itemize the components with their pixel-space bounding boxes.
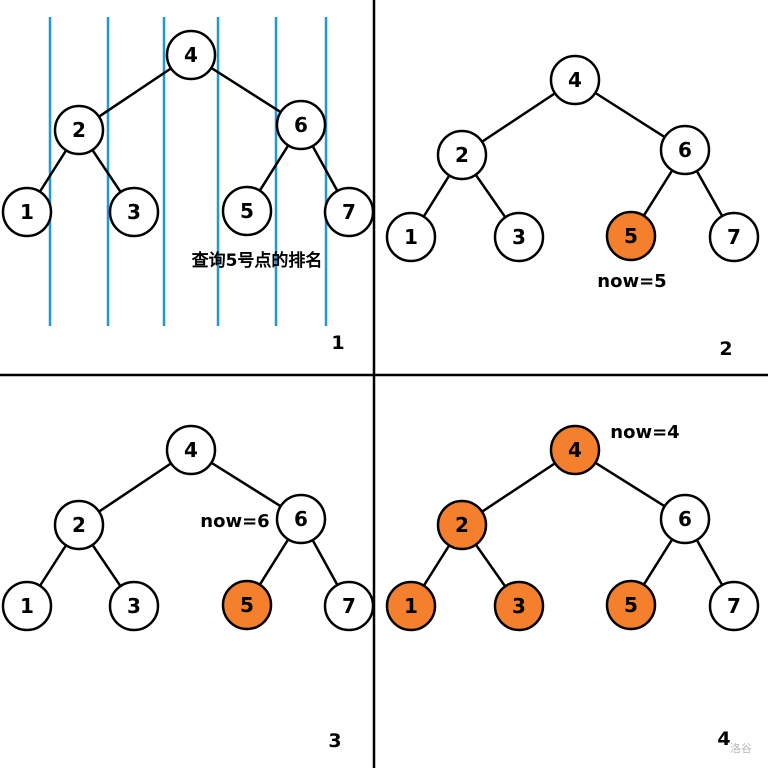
tree-node-1: 1 <box>385 211 437 263</box>
node-label: 4 <box>568 438 582 462</box>
node-circle <box>108 580 160 632</box>
tree-node-6: 6 <box>659 493 711 545</box>
tree-node-3: 3 <box>493 211 545 263</box>
node-label: 6 <box>678 138 692 162</box>
node-circle <box>549 424 601 476</box>
node-label: 2 <box>72 118 86 142</box>
node-label: 4 <box>184 438 198 462</box>
tree-node-2: 2 <box>53 499 105 551</box>
node-circle <box>165 424 217 476</box>
node-label: 7 <box>727 225 741 249</box>
node-circle <box>275 99 327 151</box>
tree-node-3: 3 <box>108 580 160 632</box>
node-label: 2 <box>455 513 469 537</box>
tree-node-2: 2 <box>436 129 488 181</box>
node-circle <box>549 54 601 106</box>
node-circle <box>108 186 160 238</box>
tree-node-1: 1 <box>385 580 437 632</box>
node-label: 7 <box>727 594 741 618</box>
tree-node-4: 4 <box>549 54 601 106</box>
panel-2: 4 2 6 1 3 5 7 now=5 2 <box>385 54 760 360</box>
node-circle <box>323 580 375 632</box>
panel-3: 4 2 6 1 3 5 7 now=6 3 <box>1 424 375 752</box>
node-circle <box>1 186 53 238</box>
node-label: 5 <box>240 199 254 223</box>
tree-node-7: 7 <box>323 580 375 632</box>
tree-node-3: 3 <box>493 580 545 632</box>
node-circle <box>708 211 760 263</box>
tree-node-7: 7 <box>708 580 760 632</box>
tree-node-1: 1 <box>1 580 53 632</box>
node-circle <box>493 580 545 632</box>
node-circle <box>385 580 437 632</box>
node-label: 6 <box>294 507 308 531</box>
tree-node-5: 5 <box>605 210 657 262</box>
tree-node-5: 5 <box>221 185 273 237</box>
panel-1: 4 2 6 1 3 5 7 查询5号点的排名 1 <box>1 17 375 354</box>
node-circle <box>53 104 105 156</box>
tree-node-7: 7 <box>708 211 760 263</box>
node-circle <box>53 499 105 551</box>
node-label: 6 <box>294 113 308 137</box>
node-circle <box>605 210 657 262</box>
node-label: 3 <box>127 200 141 224</box>
panel-4: 4 2 6 1 3 5 7 now=4 4 <box>385 422 760 750</box>
tree-node-5: 5 <box>221 579 273 631</box>
watermark-text: 洛谷 <box>730 741 752 755</box>
node-label: 6 <box>678 507 692 531</box>
node-label: 4 <box>568 68 582 92</box>
tree-node-6: 6 <box>659 124 711 176</box>
status-label: now=5 <box>597 271 666 292</box>
node-label: 5 <box>624 224 638 248</box>
node-label: 5 <box>624 593 638 617</box>
node-label: 3 <box>512 594 526 618</box>
node-label: 7 <box>342 594 356 618</box>
panel-caption: 查询5号点的排名 <box>191 250 323 271</box>
node-circle <box>323 186 375 238</box>
node-circle <box>436 499 488 551</box>
node-label: 1 <box>404 594 418 618</box>
node-circle <box>659 124 711 176</box>
tree-node-4: 4 <box>165 29 217 81</box>
panel-number: 3 <box>328 730 341 752</box>
node-circle <box>493 211 545 263</box>
node-circle <box>659 493 711 545</box>
tree-node-1: 1 <box>1 186 53 238</box>
panel-number: 4 <box>717 728 730 750</box>
node-circle <box>605 579 657 631</box>
status-label: now=4 <box>610 422 679 443</box>
node-label: 3 <box>127 594 141 618</box>
tree-node-3: 3 <box>108 186 160 238</box>
node-label: 3 <box>512 225 526 249</box>
node-label: 7 <box>342 200 356 224</box>
tree-node-4: 4 <box>165 424 217 476</box>
panel-number: 2 <box>719 338 732 360</box>
tree-node-6: 6 <box>275 99 327 151</box>
node-label: 1 <box>20 594 34 618</box>
node-circle <box>436 129 488 181</box>
node-circle <box>221 185 273 237</box>
node-circle <box>275 493 327 545</box>
tree-node-6: 6 <box>275 493 327 545</box>
tree-node-7: 7 <box>323 186 375 238</box>
node-label: 1 <box>20 200 34 224</box>
node-circle <box>221 579 273 631</box>
node-circle <box>708 580 760 632</box>
node-circle <box>1 580 53 632</box>
node-circle <box>165 29 217 81</box>
tree-node-4: 4 <box>549 424 601 476</box>
status-label: now=6 <box>200 511 269 532</box>
node-label: 1 <box>404 225 418 249</box>
tree-node-2: 2 <box>53 104 105 156</box>
panel-number: 1 <box>331 332 344 354</box>
node-label: 5 <box>240 593 254 617</box>
node-label: 2 <box>455 143 469 167</box>
node-circle <box>385 211 437 263</box>
tree-node-2: 2 <box>436 499 488 551</box>
node-label: 4 <box>184 43 198 67</box>
node-label: 2 <box>72 513 86 537</box>
tree-node-5: 5 <box>605 579 657 631</box>
